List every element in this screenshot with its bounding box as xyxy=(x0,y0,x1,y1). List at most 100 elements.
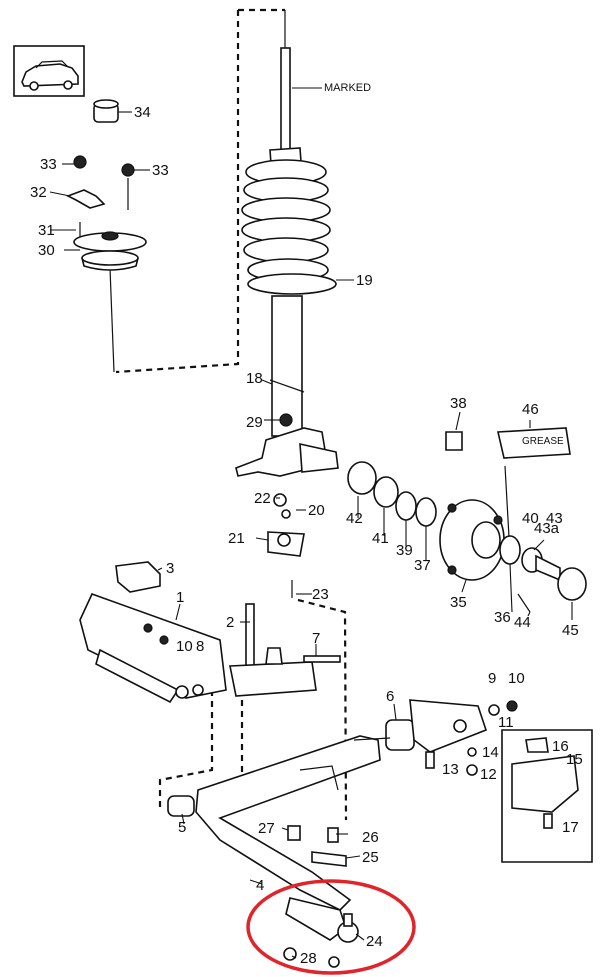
callout-23: 23 xyxy=(312,586,329,603)
strut-spring-assembly xyxy=(241,47,354,437)
bolt-2 xyxy=(245,603,255,667)
callout-31: 31 xyxy=(38,222,55,239)
nut-43 xyxy=(535,554,561,582)
nut-28-left xyxy=(283,947,297,961)
callout-labels: MARKED 34 33 33 32 31 30 19 18 29 38 46 … xyxy=(30,82,583,967)
spring-seat-19 xyxy=(247,273,337,295)
leader-lines xyxy=(49,111,573,959)
callout-33-left: 33 xyxy=(40,156,57,173)
guard-15 xyxy=(511,755,579,813)
callout-22: 22 xyxy=(254,490,271,507)
callout-7: 7 xyxy=(312,630,320,647)
callout-17: 17 xyxy=(562,819,579,836)
bolt-26 xyxy=(327,827,339,843)
callout-2: 2 xyxy=(226,614,234,631)
nut-33-left xyxy=(73,155,87,169)
callout-6: 6 xyxy=(386,688,394,705)
crossmember-1 xyxy=(79,592,227,699)
plate-25 xyxy=(311,851,347,867)
seal-42 xyxy=(347,461,377,495)
callout-16: 16 xyxy=(552,738,569,755)
callout-32: 32 xyxy=(30,184,47,201)
grease-package-46 xyxy=(497,427,571,459)
callout-8: 8 xyxy=(196,638,204,655)
bearing-39 xyxy=(395,491,417,521)
lower-control-arm-4 xyxy=(167,719,415,911)
car-thumbnail xyxy=(13,45,85,97)
callout-10-left: 10 xyxy=(176,638,193,655)
bushing-5 xyxy=(167,795,195,817)
callout-27: 27 xyxy=(258,820,275,837)
race-41 xyxy=(373,476,399,508)
bolt-13 xyxy=(425,751,435,769)
grease-label: GREASE xyxy=(522,436,564,447)
callout-37: 37 xyxy=(414,557,431,574)
callout-34: 34 xyxy=(134,104,151,121)
hub-bearing-assembly: GREASE xyxy=(347,427,587,613)
screw-17 xyxy=(543,813,553,829)
washer-9 xyxy=(488,704,500,716)
race-36 xyxy=(499,535,521,565)
bolt-38 xyxy=(445,431,463,451)
steering-knuckle xyxy=(235,427,339,598)
nut-12 xyxy=(466,764,478,776)
callout-18: 18 xyxy=(246,370,263,387)
bolt-7 xyxy=(303,655,341,663)
callout-15: 15 xyxy=(566,751,583,768)
callout-14: 14 xyxy=(482,744,499,761)
callout-33-right: 33 xyxy=(152,162,169,179)
callout-38: 38 xyxy=(450,395,467,412)
callout-29: 29 xyxy=(246,414,263,431)
splash-guard-panel xyxy=(501,729,593,863)
nut-28-right xyxy=(328,956,340,968)
callout-40: 40 xyxy=(522,510,539,527)
label-marked: MARKED xyxy=(324,82,371,94)
washer-14 xyxy=(467,747,477,757)
callout-20: 20 xyxy=(308,502,325,519)
callout-44: 44 xyxy=(514,614,531,631)
nut-33-right xyxy=(121,163,135,177)
callout-28: 28 xyxy=(300,950,317,967)
subframe-assembly xyxy=(79,561,227,704)
callout-19: 19 xyxy=(356,272,373,289)
callout-11: 11 xyxy=(498,714,514,731)
callout-26: 26 xyxy=(362,829,379,846)
callout-24: 24 xyxy=(366,933,383,950)
bracket-3 xyxy=(115,561,161,593)
callout-39: 39 xyxy=(396,542,413,559)
top-mount-assembly xyxy=(66,99,147,271)
highlight-circle xyxy=(246,879,416,975)
ball-joint-assembly xyxy=(283,897,359,968)
callout-35: 35 xyxy=(450,594,467,611)
bolt-27 xyxy=(287,825,301,841)
callout-9: 9 xyxy=(488,670,496,687)
pin-44 xyxy=(517,593,531,613)
callout-3: 3 xyxy=(166,560,174,577)
callout-36: 36 xyxy=(494,609,511,626)
callout-42: 42 xyxy=(346,510,363,527)
callout-13: 13 xyxy=(442,761,459,778)
cap-45 xyxy=(557,567,587,601)
control-arm-bracket xyxy=(229,603,341,697)
bushing-6 xyxy=(385,719,415,751)
callout-43: 43 xyxy=(546,510,563,527)
callout-25: 25 xyxy=(362,849,379,866)
callout-46: 46 xyxy=(522,401,539,418)
callout-5: 5 xyxy=(178,819,186,836)
callout-30: 30 xyxy=(38,242,55,259)
stabilizer-bracket xyxy=(353,699,518,776)
callout-41: 41 xyxy=(372,530,389,547)
callout-10-right: 10 xyxy=(508,670,525,687)
strut-tube-18 xyxy=(271,295,303,437)
callout-43a: 43a xyxy=(534,520,560,537)
callout-45: 45 xyxy=(562,622,579,639)
race-37 xyxy=(415,497,437,527)
callout-21: 21 xyxy=(228,530,245,547)
clip-16 xyxy=(525,737,549,753)
callout-12: 12 xyxy=(480,766,497,783)
nut-10 xyxy=(506,700,518,712)
plate-32 xyxy=(66,189,106,209)
callout-1: 1 xyxy=(176,589,184,606)
callout-4: 4 xyxy=(256,877,264,894)
